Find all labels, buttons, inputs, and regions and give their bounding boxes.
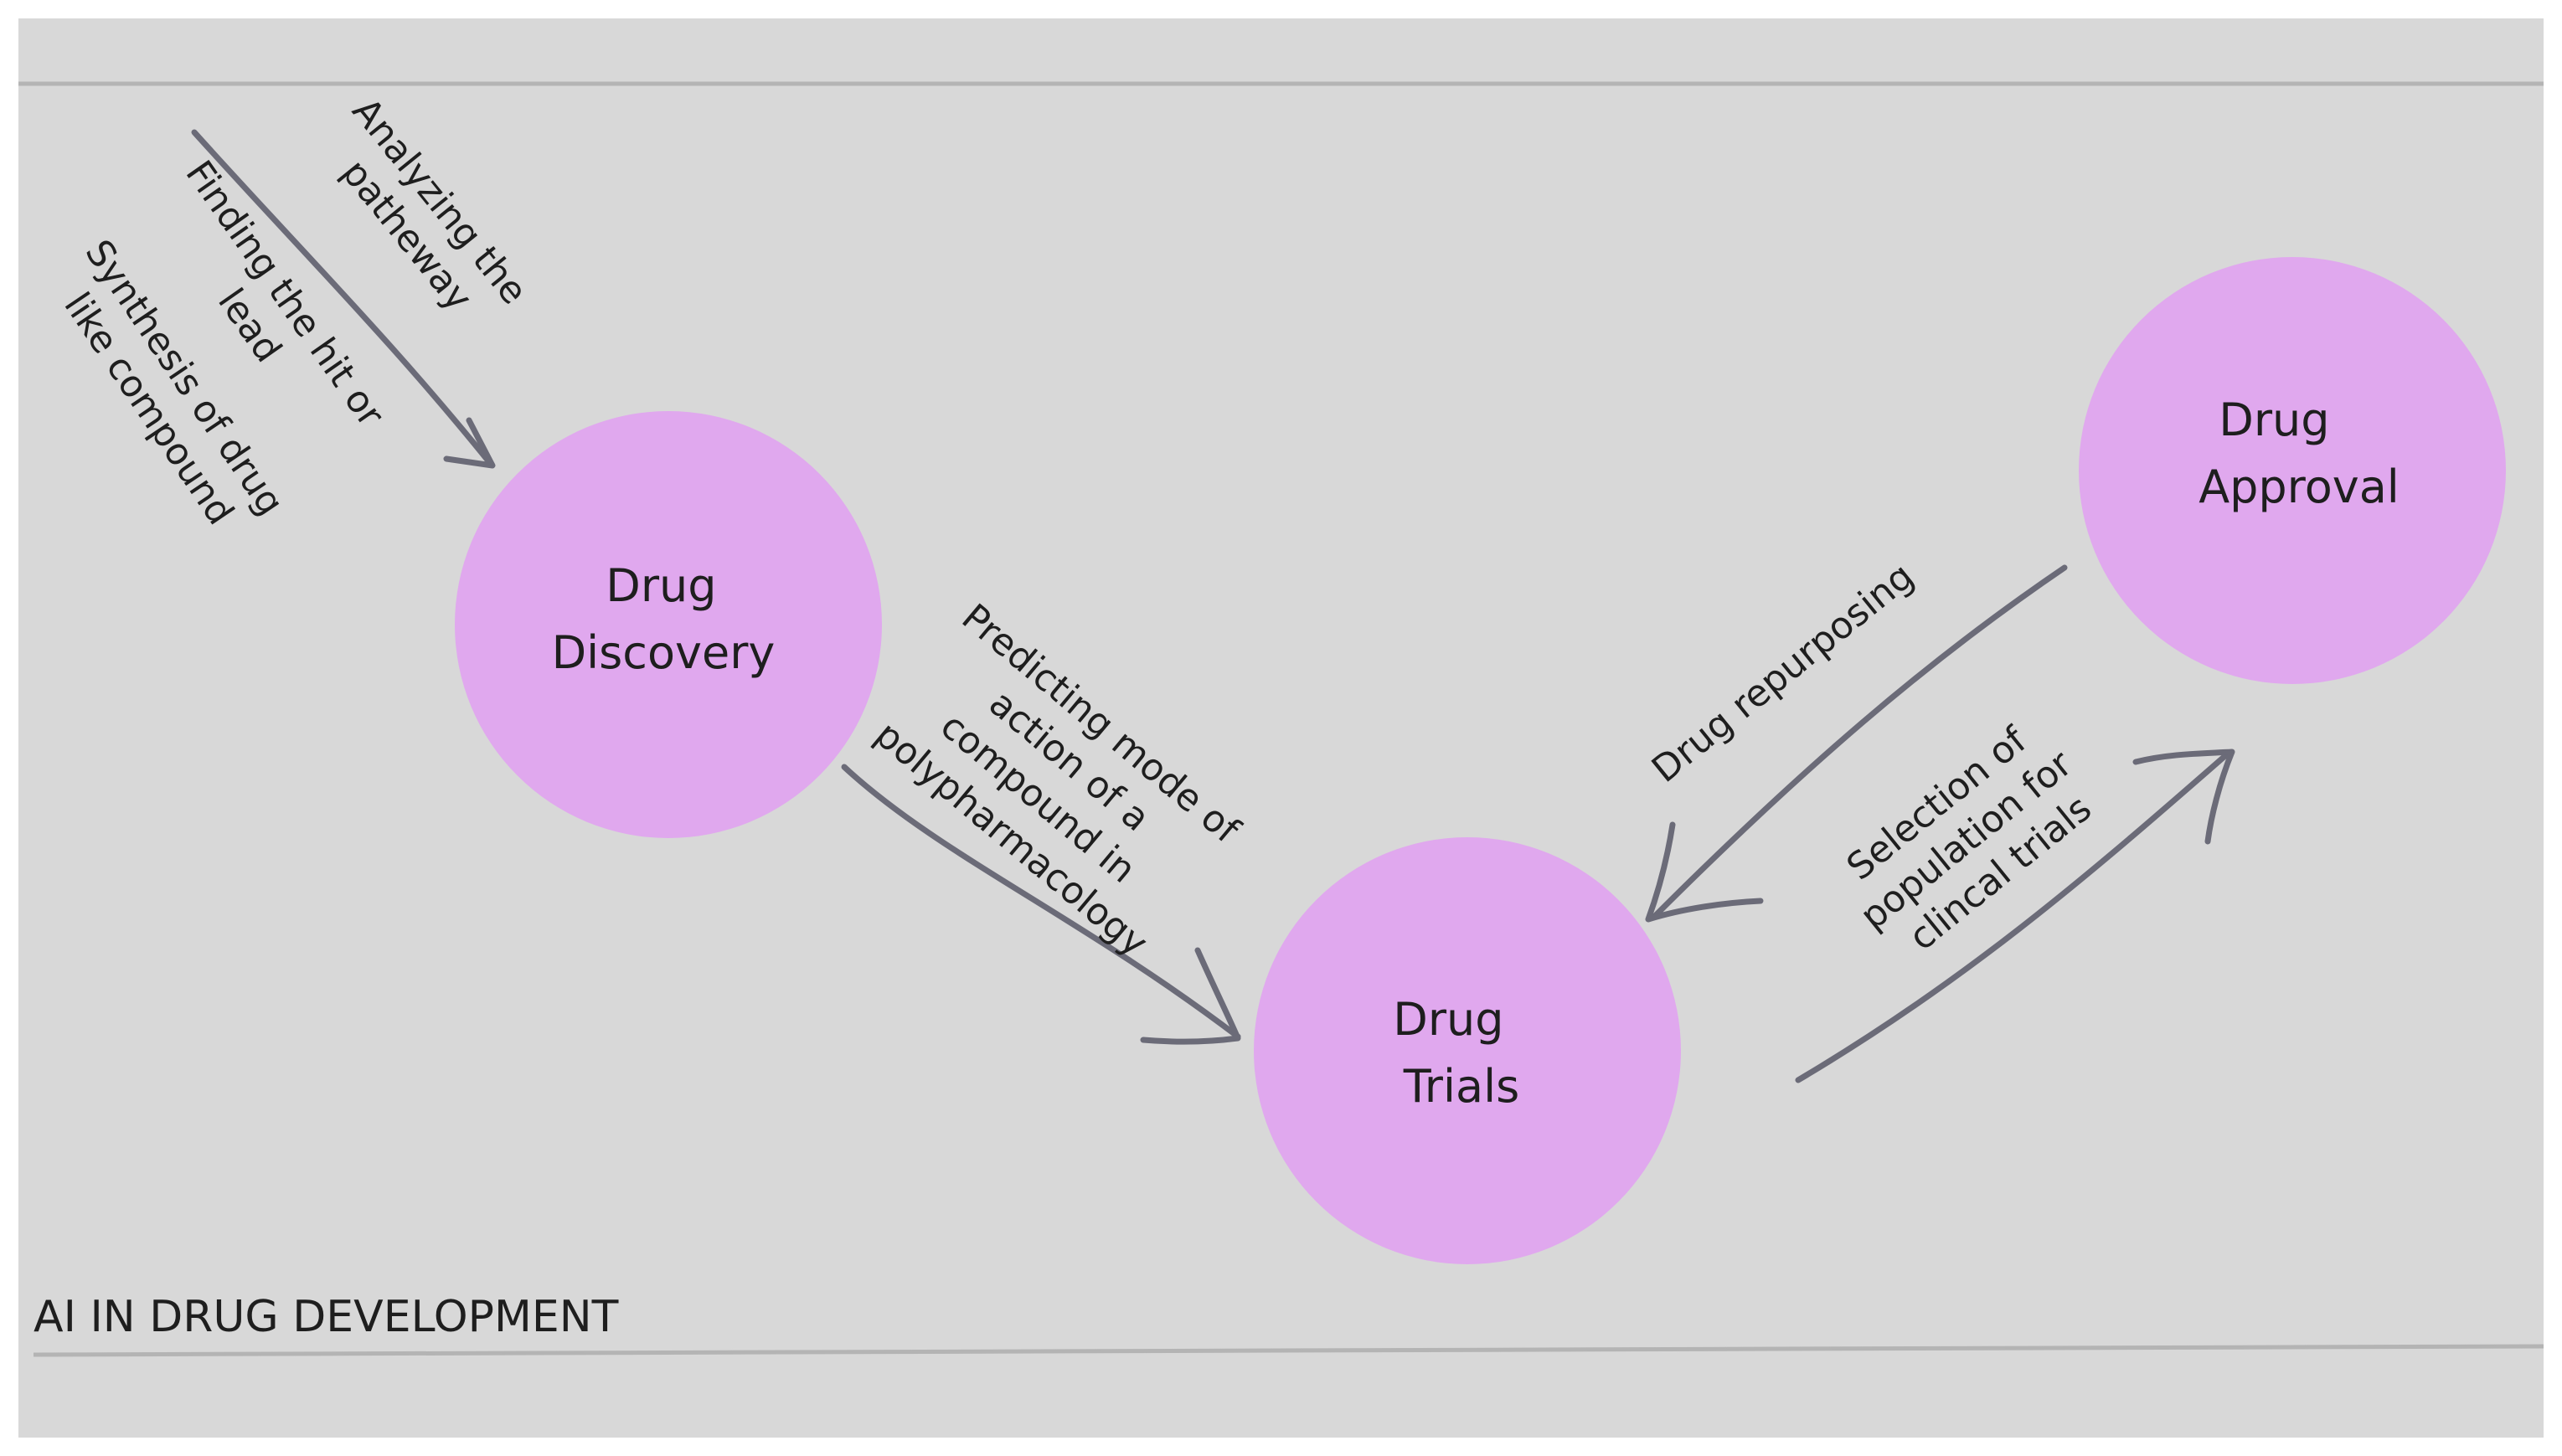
drug-approval-node — [2079, 257, 2506, 684]
drug-trials-node — [1254, 837, 1681, 1264]
drug-discovery-label: Drug Discovery — [552, 559, 776, 679]
diagram-background — [18, 18, 2544, 1438]
arrow-to-discovery — [191, 129, 496, 469]
drug-approval-label: Drug Approval — [2199, 394, 2400, 513]
arrow-trials-to-approval — [1795, 749, 2235, 1083]
bottom-rule — [33, 1344, 2544, 1357]
arrow-discovery-to-trials — [841, 764, 1241, 1045]
drug-discovery-node — [455, 411, 882, 838]
drug-trials-label: Drug Trials — [1393, 993, 1519, 1113]
arrow-approval-to-trials — [1645, 564, 2068, 923]
diagram-title: AI IN DRUG DEVELOPMENT — [34, 1292, 619, 1342]
